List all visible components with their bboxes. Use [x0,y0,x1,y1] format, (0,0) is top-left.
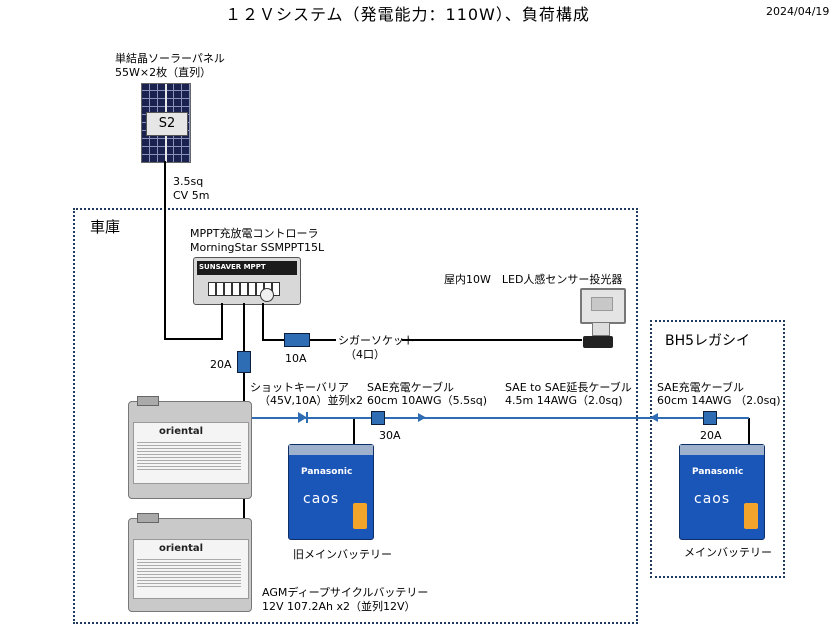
fuse-controller-label: 20A [210,358,232,371]
sae-cable-1-label-2: 60cm 10AWG（5.5sq) [367,394,488,407]
fuse-controller [237,351,251,373]
panel-cable-spec-1: 3.5sq [173,175,204,188]
diode-label-1: ショットキーバリア [250,381,349,394]
car-frame [650,320,785,578]
cigar-socket-label-2: （4口） [345,348,385,361]
fuse-trailer-label: 30A [379,429,401,442]
car-main-battery: Panasonic caos [679,444,765,540]
fuse-cigar-label: 10A [285,352,307,365]
fuse-car [703,411,717,425]
panel-wire [164,161,166,339]
panel-cable-spec-2: CV 5m [173,189,210,202]
controller-brand: SUNSAVER MPPT [199,263,266,271]
sae-cable-2-label-1: SAE充電ケーブル [657,381,745,394]
old-battery-wire [353,418,355,444]
led-plug [583,336,613,348]
garage-label: 車庫 [90,218,121,236]
panel-wire-h [164,338,222,340]
battery-wire-mid [243,373,245,423]
car-main-battery-label: メインバッテリー [684,546,772,559]
sae-cable-line [244,417,749,419]
fuse-car-label: 20A [700,429,722,442]
agm-battery-bottom: oriental [128,513,252,612]
diode-label-2: （45V,10A）並列x2 [259,394,364,407]
car-battery-wire [748,418,750,444]
sae-cable-1-label-1: SAE充電ケーブル [367,381,455,394]
ext-cable-label-2: 4.5m 14AWG（2.0sq) [505,394,623,407]
date-label: 2024/04/19 [766,5,830,18]
cigar-socket-label-1: シガーソケット [338,334,415,347]
led-light-label: 屋内10W LED人感センサー投光器 [444,273,623,286]
load-wire-down [262,303,264,341]
controller-label-2: MorningStar SSMPPT15L [190,241,325,254]
led-sensor [592,322,610,336]
agm-battery-top: oriental [128,396,252,499]
agm-brand-2: oriental [159,543,204,554]
solar-panel-label-1: 単結晶ソーラーパネル [115,52,225,65]
page-title: １２Ｖシステム（発電能力：110W）、負荷構成 [225,5,590,24]
old-main-battery: Panasonic caos [288,444,374,540]
agm-label-2: 12V 107.2Ah x2（並列12V） [262,600,416,613]
car-label: BH5レガシイ [665,333,751,349]
old-battery-brand: Panasonic [301,467,353,477]
fuse-cigar [284,333,310,347]
panel-wire-up [221,303,223,340]
battery-wire-top [243,303,245,351]
old-main-battery-label: 旧メインバッテリー [293,548,392,561]
old-battery-model: caos [303,491,340,507]
load-wire-h2 [310,339,336,341]
car-battery-brand: Panasonic [692,467,744,477]
load-wire-h [262,339,284,341]
controller-label-1: MPPT充放電コントローラ [190,227,319,240]
solar-panel: S2 [141,83,191,163]
panel-tag: S2 [146,112,188,136]
agm-brand-1: oriental [159,426,204,437]
agm-label-1: AGMディープサイクルバッテリー [262,586,429,599]
led-wire [402,339,582,341]
led-floodlight [580,288,626,324]
garage-frame [73,208,638,624]
car-battery-model: caos [694,491,731,507]
charge-controller: SUNSAVER MPPT [193,257,301,305]
sae-cable-2-label-2: 60cm 14AWG （2.0sq) [657,394,781,407]
ext-cable-label-1: SAE to SAE延長ケーブル [505,381,632,394]
solar-panel-label-2: 55W×2枚（直列） [115,66,212,79]
fuse-trailer [371,411,385,425]
